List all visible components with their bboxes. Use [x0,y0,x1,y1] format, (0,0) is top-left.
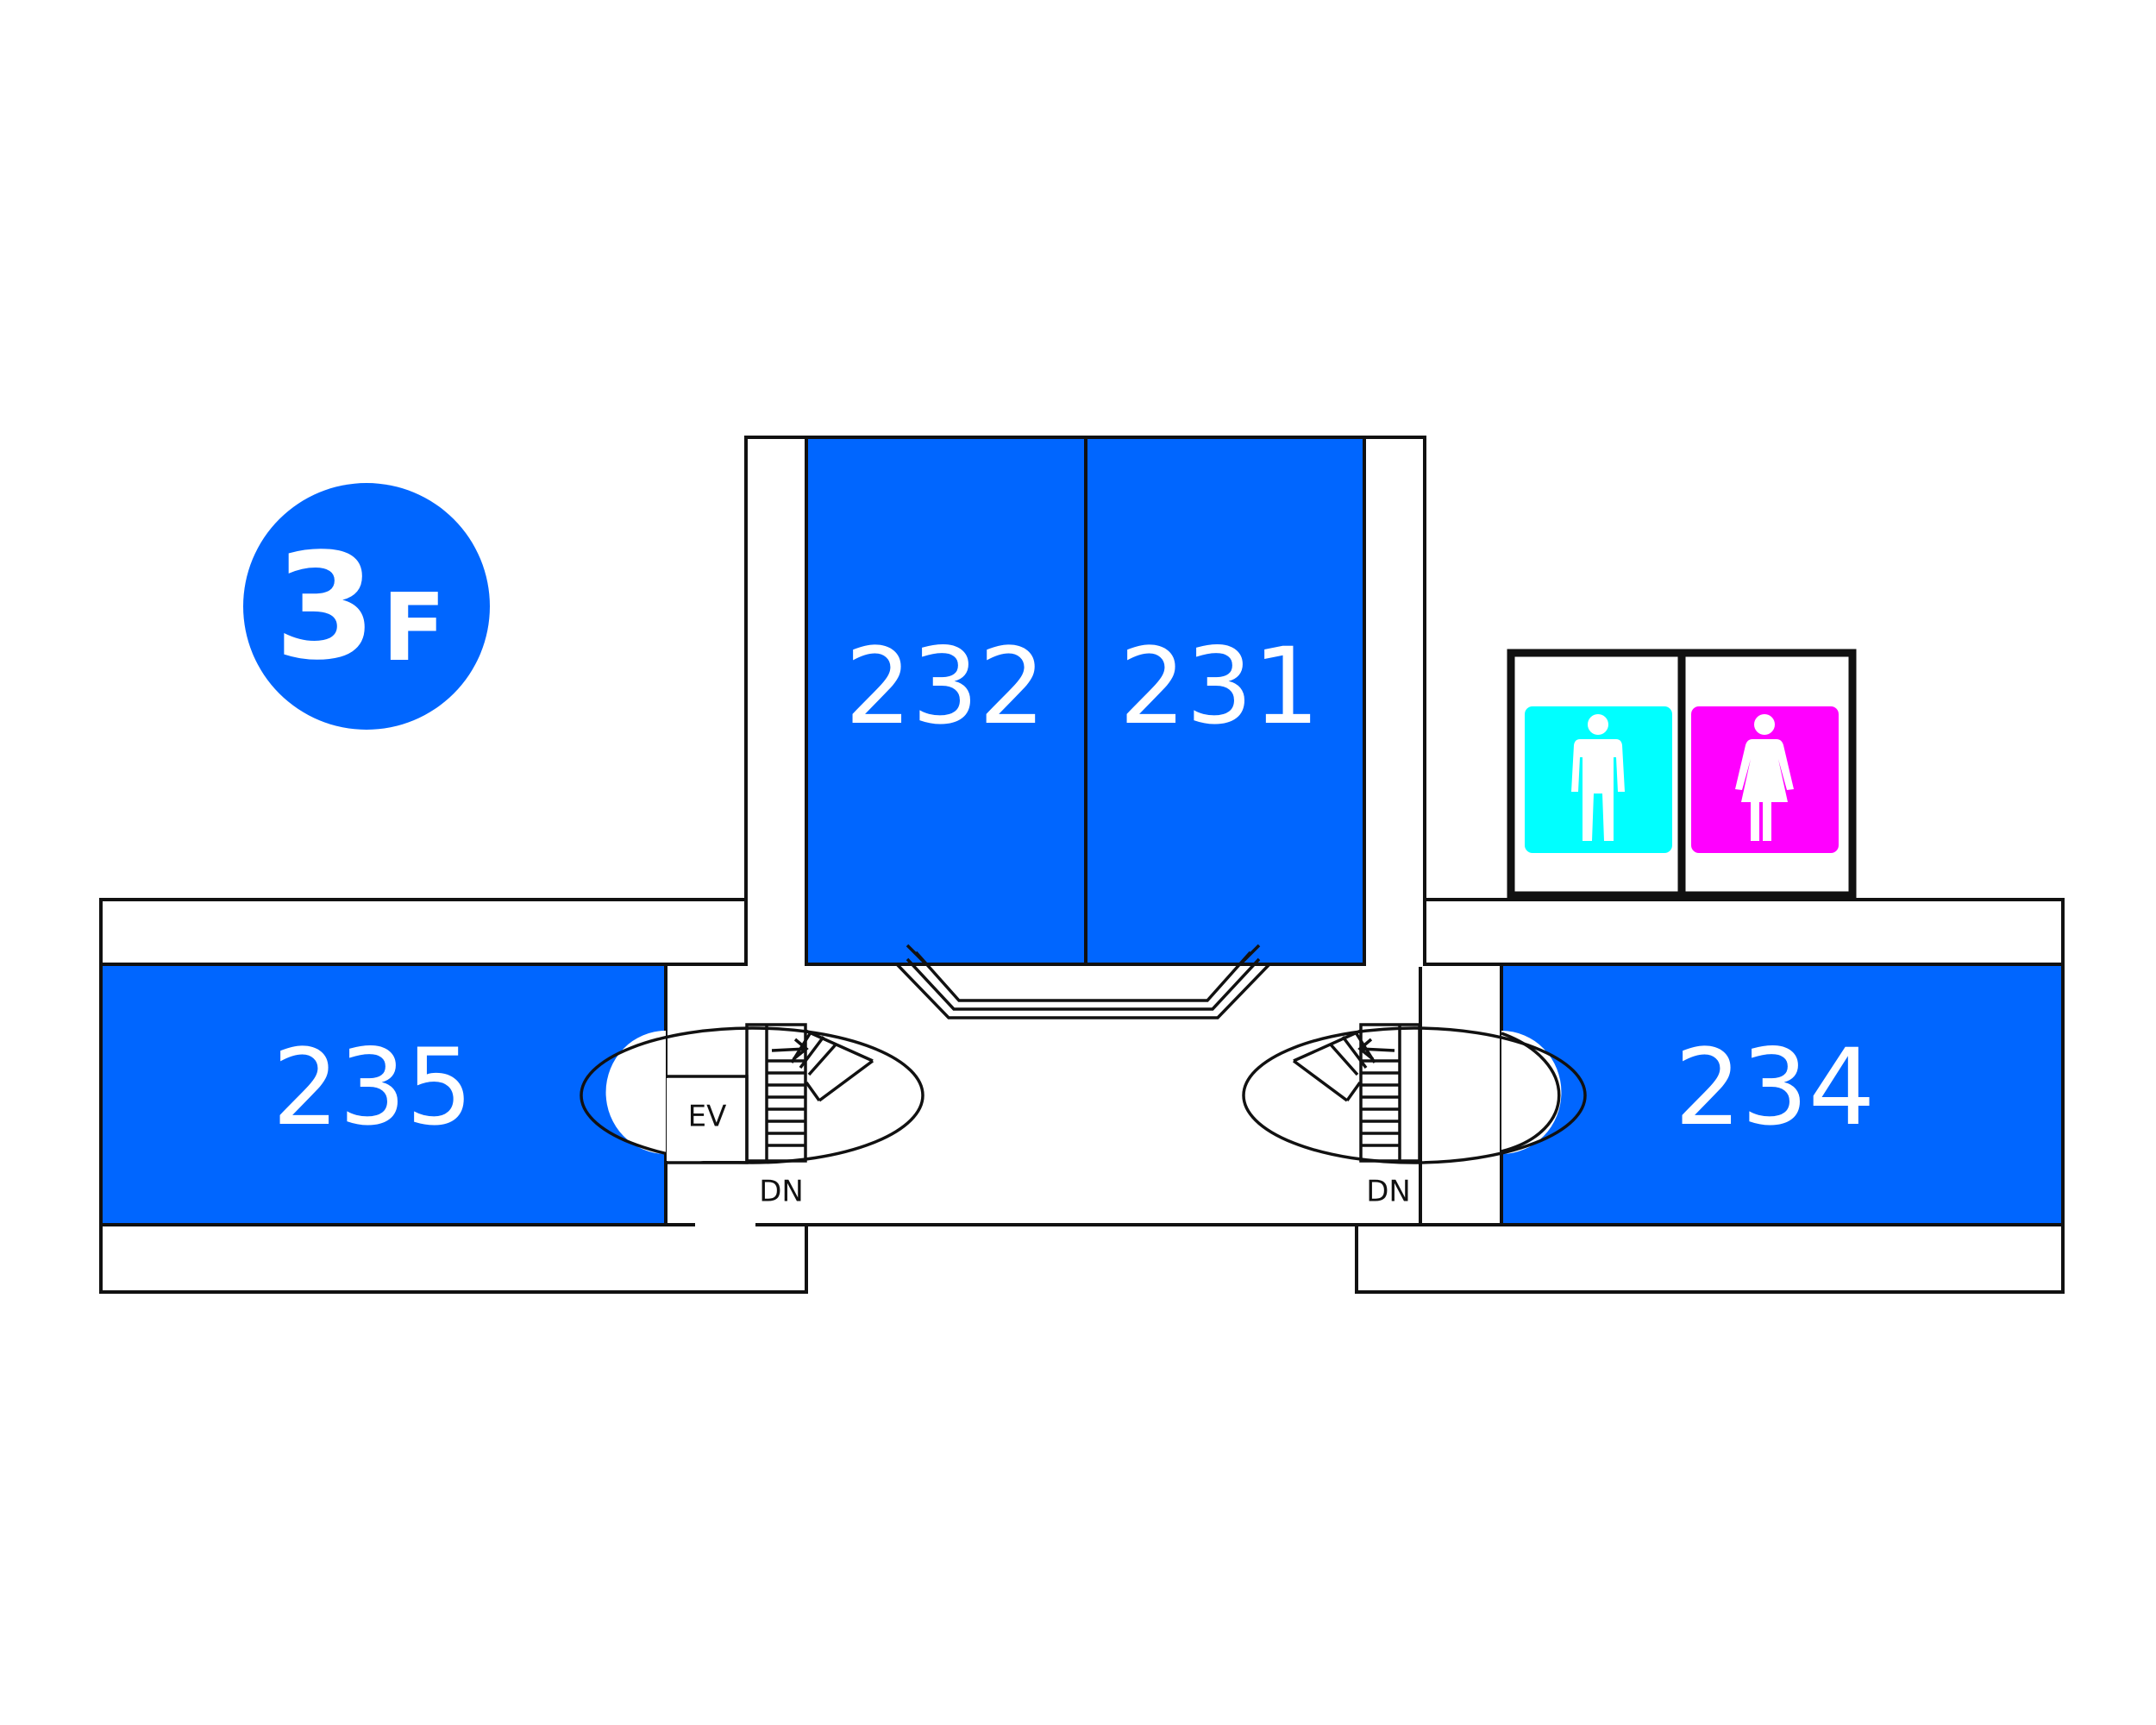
right-stairwell: DN [1242,1023,1587,1209]
restrooms [1507,649,1857,900]
room-232-label: 232 [845,625,1046,748]
left-stair-steps [745,1023,874,1163]
right-stair-steps [1292,1023,1421,1163]
floor-letter: F [382,574,446,682]
room-235-label: 235 [273,1026,473,1149]
left-stair-ellipse [580,1026,924,1164]
upper-wing-right-wall [1363,436,1426,966]
floor-badge-circle [243,483,490,730]
right-connector [1419,963,1503,1226]
elevator-fill [667,1078,748,1161]
room-235[interactable]: 235 [99,963,667,1226]
women-restroom-icon[interactable] [1691,706,1839,853]
balcony-line-3 [914,950,1252,1002]
joint-cover-right [1366,898,1423,967]
corridor-bottom-right [1355,1223,2065,1294]
room-231-area[interactable] [1084,436,1366,966]
room-234-area[interactable] [1500,963,2065,1226]
door-gap-left [695,1220,755,1231]
balcony-cap-right [1240,944,1261,964]
left-bulge-fill [605,1031,666,1154]
upper-wing-left-wall [744,436,808,966]
right-stair-dn-label: DN [1366,1175,1411,1209]
corridor-bottom-left [99,1223,808,1294]
balcony-line-2 [906,957,1261,1011]
central-balcony [895,944,1271,1019]
corridor-top-right [1423,898,2065,966]
room-231-label: 231 [1119,625,1320,748]
right-stair-arrow [1357,1038,1395,1061]
floor-number: 3 [274,522,376,693]
left-stair-arrow [771,1038,809,1061]
room-234[interactable]: 234 [1500,963,2065,1226]
elevator-label: EV [688,1100,727,1134]
room-234-label: 234 [1675,1026,1876,1149]
joint-cover-left [748,898,805,967]
room-232-area[interactable] [805,436,1087,966]
balcony-line-1 [895,963,1271,1019]
corridor-top-left [99,898,748,966]
men-restroom-icon[interactable] [1525,706,1672,853]
balcony-cap-left [906,944,926,964]
room-231[interactable]: 231 [1084,436,1366,966]
left-stairwell: EV DN [580,1023,924,1209]
left-stair-dn-label: DN [759,1175,804,1209]
floor-badge: 3 F [243,483,490,730]
right-stair-ellipse [1242,1026,1587,1164]
room-232[interactable]: 232 [805,436,1087,966]
